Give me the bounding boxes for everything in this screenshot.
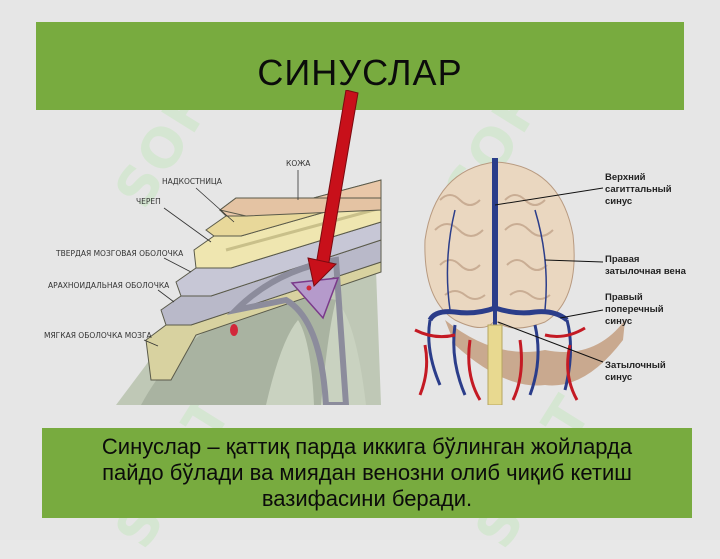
spinal-cord: [487, 324, 503, 405]
label-periosteum: НАДКОСТНИЦА: [162, 177, 223, 186]
label-occ-sinus-line1: Затылочный: [605, 360, 666, 371]
label-sss-line3: синус: [605, 196, 632, 207]
label-occ-sinus-line2: синус: [605, 372, 632, 383]
gyri-left: [434, 194, 486, 300]
right-hemisphere: [494, 161, 575, 329]
label-pia: МЯГКАЯ ОБОЛОЧКА МОЗГА: [44, 331, 153, 340]
leader-line: [494, 187, 604, 206]
gyrus: [266, 320, 314, 405]
transverse-sinus: [427, 305, 569, 322]
label-sss-line1: Верхний: [605, 172, 646, 183]
red-vessel: [230, 324, 238, 336]
sinus-dot: [306, 285, 312, 291]
label-transverse-line3: синус: [605, 316, 632, 327]
leader-line: [163, 207, 212, 243]
caption-box: Синуслар – қаттиқ парда иккига бўлинган …: [42, 428, 692, 518]
label-sss-line2: сагиттальный: [605, 184, 672, 195]
arrow-head: [307, 257, 338, 288]
leader-line: [497, 321, 604, 363]
caption-line: пайдо бўлади ва миядан венозни олиб чиқи…: [102, 460, 632, 485]
title-bar: СИНУСЛАР: [36, 22, 684, 110]
skull-band: [225, 206, 382, 252]
arteries: [414, 326, 586, 401]
label-occ-vein-line1: Правая: [605, 254, 639, 265]
label-skin: КОЖА: [286, 159, 311, 168]
brain-sinus-diagram: Верхний сагиттальный синус Правая затыло…: [414, 158, 687, 405]
caption-text: Синуслар – қаттиқ парда иккига бўлинган …: [56, 434, 678, 512]
veins: [427, 319, 573, 396]
label-arachnoid: АРАХНОИДАЛЬНАЯ ОБОЛОЧКА: [48, 281, 170, 290]
falx: [226, 256, 350, 405]
label-skull: ЧЕРЕП: [136, 197, 161, 206]
slide-background: SOFT SOFT SOFT SOFT СИНУСЛАР: [36, 22, 692, 559]
label-transverse-line1: Правый: [605, 292, 643, 303]
pointer-arrow: [307, 90, 359, 288]
arrow-shaft: [315, 90, 359, 269]
slide-title: СИНУСЛАР: [257, 52, 463, 93]
caption-line: вазифасини беради.: [261, 486, 473, 511]
leader-line: [195, 187, 235, 223]
label-transverse-line2: поперечный: [605, 304, 664, 315]
label-dura: ТВЕРДАЯ МОЗГОВАЯ ОБОЛОЧКА: [55, 249, 184, 258]
caption-line: Синуслар – қаттиқ парда иккига бўлинган …: [101, 434, 633, 459]
meninges-diagram: КОЖА НАДКОСТНИЦА ЧЕРЕП ТВЕРДАЯ МОЗГОВАЯ …: [44, 159, 382, 405]
leader-line: [559, 309, 604, 319]
label-occ-vein-line2: затылочная вена: [605, 266, 687, 277]
left-hemisphere: [424, 161, 496, 328]
leader-line: [544, 259, 604, 263]
skin-top: [218, 197, 382, 217]
leader-line: [143, 339, 159, 347]
leader-line: [157, 289, 175, 303]
occipital-vein: [446, 209, 547, 311]
leader-line: [163, 257, 192, 273]
